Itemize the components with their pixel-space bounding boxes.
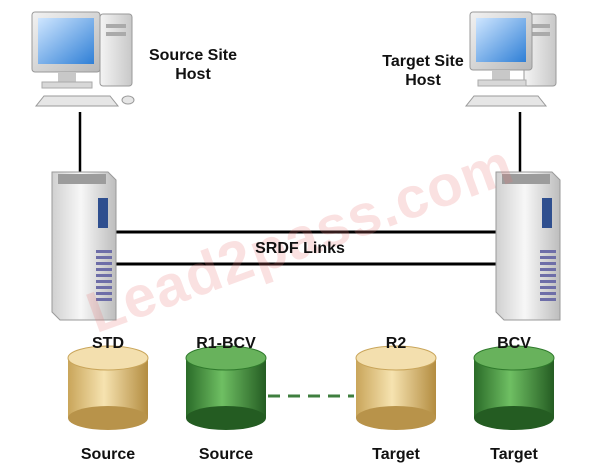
r2-volume-cylinder-icon bbox=[355, 345, 437, 430]
r1-bcv-volume-cylinder-icon bbox=[185, 345, 267, 430]
source-host-computer-icon bbox=[31, 11, 135, 107]
r1-bcv-role-label: Source bbox=[198, 446, 254, 463]
source-host-label-line1: Source Site bbox=[148, 47, 238, 64]
std-role-label: Source bbox=[80, 446, 136, 463]
r2-role-label: Target bbox=[372, 446, 420, 463]
r1-bcv-label: R1-BCV bbox=[196, 335, 256, 352]
bcv-role-label: Target bbox=[490, 446, 538, 463]
source-host-label: Source Site Host bbox=[138, 46, 248, 84]
bcv-volume-cylinder-icon bbox=[473, 345, 555, 430]
target-host-label: Target Site Host bbox=[368, 52, 478, 90]
source-storage-array-icon bbox=[51, 171, 117, 321]
std-label: STD bbox=[92, 335, 124, 352]
target-host-label-line1: Target Site bbox=[382, 53, 464, 70]
srdf-links-label: SRDF Links bbox=[255, 240, 345, 257]
target-storage-array-icon bbox=[495, 171, 561, 321]
r2-label: R2 bbox=[385, 335, 407, 352]
target-host-label-line2: Host bbox=[405, 72, 441, 89]
source-host-label-line2: Host bbox=[175, 66, 211, 83]
bcv-label: BCV bbox=[497, 335, 531, 352]
target-host-computer-icon bbox=[464, 11, 557, 107]
std-volume-cylinder-icon bbox=[67, 345, 149, 430]
